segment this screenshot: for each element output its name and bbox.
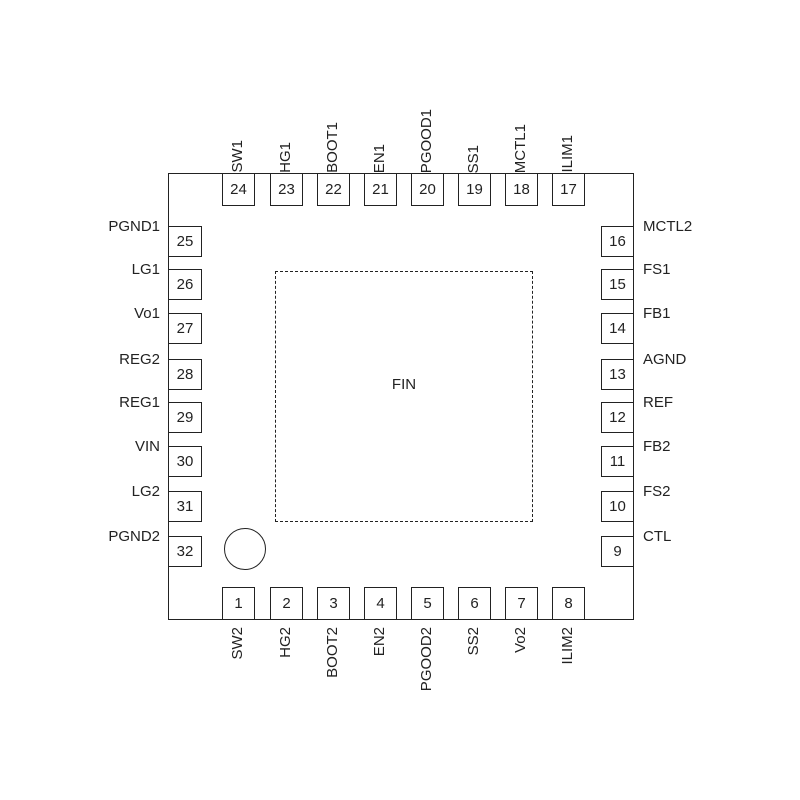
pin-24-label-sw1: SW1 (229, 140, 246, 173)
pin-14-label-fb1: FB1 (643, 305, 671, 322)
pin-15-label-fs1: FS1 (643, 261, 671, 278)
pin-9-label-ctl: CTL (643, 528, 672, 545)
pin-13-label-agnd: AGND (643, 351, 687, 368)
pin-21-label-en1: EN1 (371, 143, 388, 173)
pin-11-pad: 11 (601, 446, 634, 477)
pin1-marker (224, 528, 266, 570)
pin-7-label-vo2: Vo2 (512, 627, 529, 653)
pin-12-label-ref: REF (643, 394, 673, 411)
pin-8-label-ilim2: ILIM2 (559, 627, 576, 665)
pin-20-label-pgood1: PGOOD1 (418, 108, 435, 173)
pin-1-label-sw2: SW2 (229, 627, 246, 660)
fin-label: FIN (391, 376, 417, 393)
pin-15-pad: 15 (601, 269, 634, 300)
pin-21-pad: 21 (364, 173, 397, 206)
pin-2-label-hg2: HG2 (277, 627, 294, 658)
pin-25-pad: 25 (168, 226, 202, 257)
pin-7-pad: 7 (505, 587, 538, 620)
pin-18-label-mctl1: MCTL1 (512, 123, 529, 173)
pin-25-label-pgnd1: PGND1 (108, 218, 160, 235)
pin-27-pad: 27 (168, 313, 202, 344)
pin-31-pad: 31 (168, 491, 202, 522)
pin-19-pad: 19 (458, 173, 491, 206)
pin-3-label-boot2: BOOT2 (324, 627, 341, 678)
pin-26-label-lg1: LG1 (131, 261, 160, 278)
pin-22-pad: 22 (317, 173, 350, 206)
pin-20-pad: 20 (411, 173, 444, 206)
pin-29-pad: 29 (168, 402, 202, 433)
pin-19-label-ss1: SS1 (465, 144, 482, 173)
pin-5-label-pgood2: PGOOD2 (418, 627, 435, 692)
pin-17-label-ilim1: ILIM1 (559, 135, 576, 173)
pin-10-pad: 10 (601, 491, 634, 522)
pin-27-label-vo1: Vo1 (134, 305, 160, 322)
pin-30-pad: 30 (168, 446, 202, 477)
pin-12-pad: 12 (601, 402, 634, 433)
pin-11-label-fb2: FB2 (643, 438, 671, 455)
pin-8-pad: 8 (552, 587, 585, 620)
pin-23-pad: 23 (270, 173, 303, 206)
pin-18-pad: 18 (505, 173, 538, 206)
pin-14-pad: 14 (601, 313, 634, 344)
pin-17-pad: 17 (552, 173, 585, 206)
pin-22-label-boot1: BOOT1 (324, 122, 341, 173)
pin-26-pad: 26 (168, 269, 202, 300)
pin-6-label-ss2: SS2 (465, 627, 482, 656)
package-body (168, 173, 634, 620)
pin-5-pad: 5 (411, 587, 444, 620)
pin-6-pad: 6 (458, 587, 491, 620)
pin-23-label-hg1: HG1 (277, 142, 294, 173)
pin-2-pad: 2 (270, 587, 303, 620)
pin-28-pad: 28 (168, 359, 202, 390)
pin-4-label-en2: EN2 (371, 627, 388, 657)
pin-31-label-lg2: LG2 (131, 483, 160, 500)
pin-10-label-fs2: FS2 (643, 483, 671, 500)
exposed-pad-fin: FIN (275, 271, 533, 522)
pin-9-pad: 9 (601, 536, 634, 567)
pin-29-label-reg1: REG1 (119, 394, 160, 411)
pin-16-label-mctl2: MCTL2 (643, 218, 693, 235)
pin-32-pad: 32 (168, 536, 202, 567)
pin-4-pad: 4 (364, 587, 397, 620)
pin-13-pad: 13 (601, 359, 634, 390)
pin-32-label-pgnd2: PGND2 (108, 528, 160, 545)
pin-28-label-reg2: REG2 (119, 351, 160, 368)
pin-1-pad: 1 (222, 587, 255, 620)
pin-16-pad: 16 (601, 226, 634, 257)
pin-3-pad: 3 (317, 587, 350, 620)
pin-24-pad: 24 (222, 173, 255, 206)
pin-30-label-vin: VIN (134, 438, 160, 455)
